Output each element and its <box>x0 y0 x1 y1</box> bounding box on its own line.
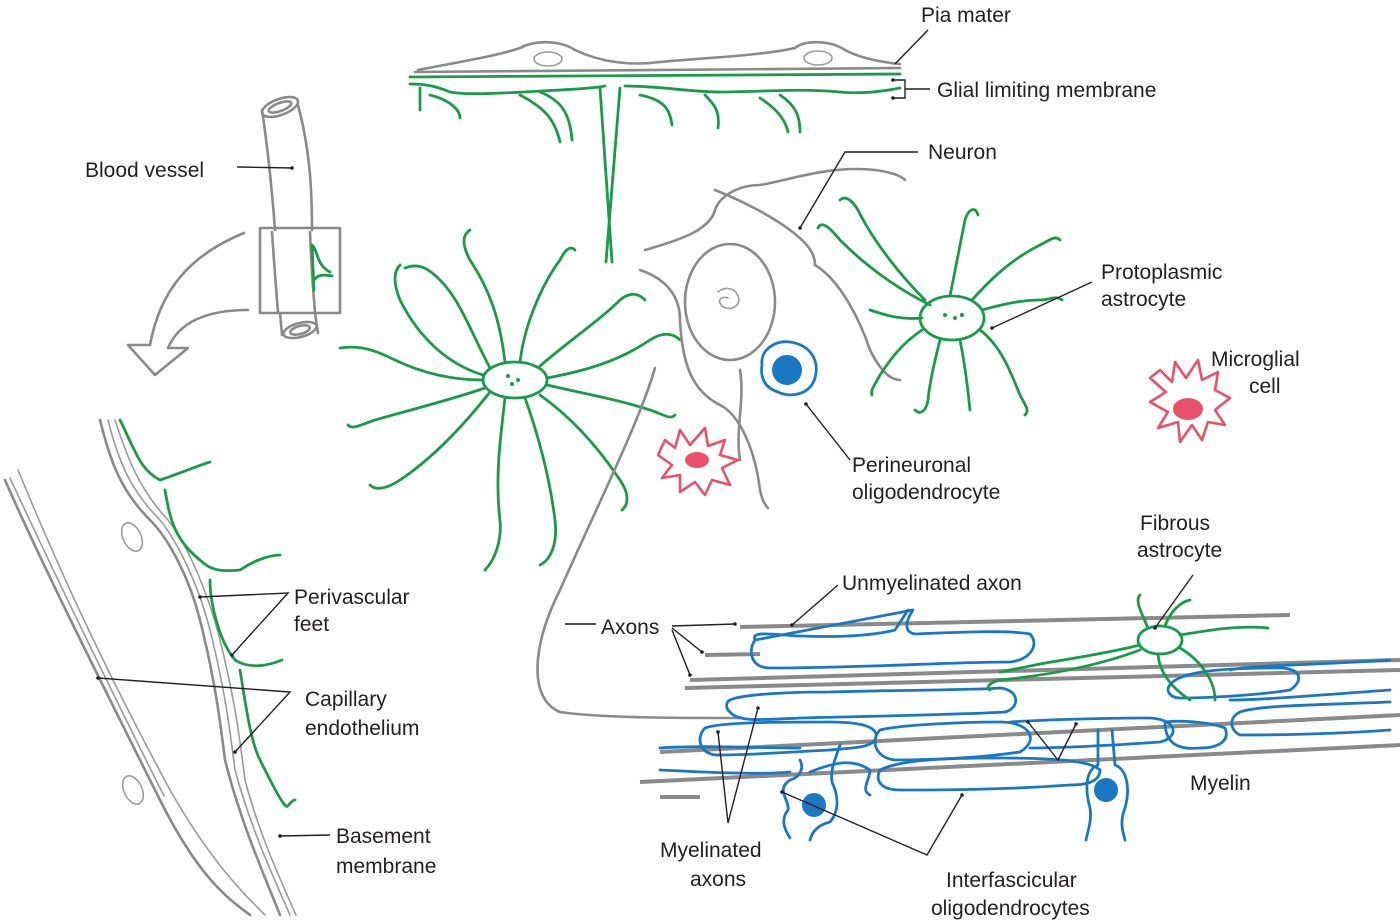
label-capillary-endothelium-1: Capillary <box>305 688 387 711</box>
label-fibrous-astrocyte-1: Fibrous <box>1140 512 1210 535</box>
label-myelinated-axons-1: Myelinated <box>660 839 762 862</box>
label-capillary-endothelium-2: endothelium <box>305 717 419 740</box>
label-basement-membrane-1: Basement <box>336 825 431 848</box>
glial-limiting-membrane-layer <box>408 72 902 264</box>
pia-mater-layer <box>413 40 902 74</box>
label-microglial-cell-1: Microglial <box>1211 348 1300 371</box>
label-fibrous-astrocyte-2: astrocyte <box>1137 539 1222 562</box>
label-interfascicular-oligodendrocytes-1: Interfascicular <box>946 869 1077 892</box>
label-microglial-cell-2: cell <box>1249 375 1281 398</box>
blood-vessel <box>126 95 342 377</box>
myelin-sheaths <box>658 608 1392 797</box>
label-interfascicular-oligodendrocytes-2: oligodendrocytes <box>931 897 1090 920</box>
leader-lines <box>96 29 1194 856</box>
label-myelinated-axons-2: axons <box>690 868 746 891</box>
perineuronal-oligodendrocyte <box>760 340 818 397</box>
fibrous-astrocyte <box>986 593 1270 702</box>
label-perineuronal-oligodendrocyte-2: oligodendrocyte <box>852 481 1000 504</box>
label-protoplasmic-astrocyte-1: Protoplasmic <box>1101 261 1222 284</box>
label-perineuronal-oligodendrocyte-1: Perineuronal <box>852 454 971 477</box>
label-protoplasmic-astrocyte-2: astrocyte <box>1101 288 1186 311</box>
astrocyte-large <box>338 228 682 572</box>
label-neuron: Neuron <box>928 141 997 164</box>
microglia-large <box>1148 358 1232 444</box>
label-axons: Axons <box>601 616 659 639</box>
interfascicular-oligodendrocyte-1 <box>781 743 842 842</box>
pia-nucleus-2 <box>803 50 833 66</box>
label-pia-mater: Pia mater <box>921 4 1011 27</box>
neuron <box>536 167 907 720</box>
label-unmyelinated-axon: Unmyelinated axon <box>842 572 1022 595</box>
label-glial-limiting-membrane: Glial limiting membrane <box>937 79 1156 102</box>
interfascicular-oligodendrocyte-2 <box>1084 728 1129 842</box>
label-basement-membrane-2: membrane <box>336 855 436 878</box>
microglia-small <box>656 426 740 497</box>
capillary <box>3 418 297 917</box>
label-myelin: Myelin <box>1190 772 1251 795</box>
label-perivascular-feet-1: Perivascular <box>294 586 410 609</box>
label-perivascular-feet-2: feet <box>294 613 329 636</box>
label-blood-vessel: Blood vessel <box>85 159 204 182</box>
pia-nucleus-1 <box>533 51 563 67</box>
protoplasmic-astrocyte <box>816 196 1064 417</box>
